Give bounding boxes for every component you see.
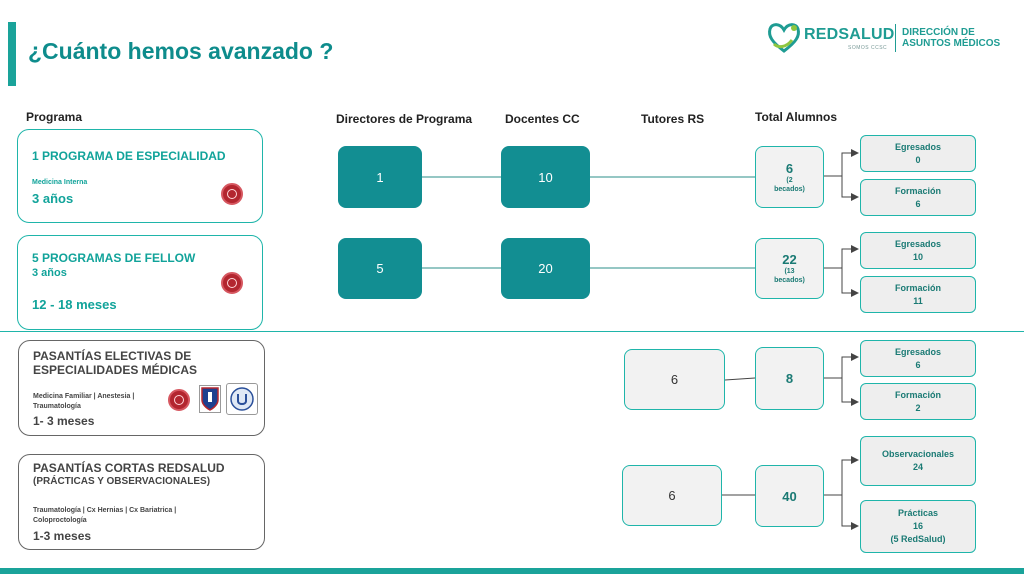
- col-header-tutores: Tutores RS: [641, 112, 705, 126]
- outcome-extra: (5 RedSalud): [890, 534, 946, 544]
- outcome-label: Formación: [894, 185, 941, 196]
- outcome-formacion: Formación 11: [860, 276, 976, 313]
- total-value: 8: [785, 371, 794, 386]
- program-duration: 1-3 meses: [33, 529, 92, 543]
- outcome-value: 0: [915, 154, 921, 165]
- outcome-value: 11: [913, 295, 923, 306]
- program-detail: Traumatología | Cx Hernias | Cx Bariatri…: [33, 506, 176, 526]
- tutores-box: 6: [622, 465, 722, 526]
- outcome-label: Formación: [894, 389, 941, 400]
- outcome-value: 24: [912, 462, 923, 472]
- heart-logo-icon: [768, 23, 800, 53]
- outcome-value: 6: [915, 359, 921, 370]
- outcome-observacionales: Observacionales 24: [860, 436, 976, 486]
- total-alumnos-box: 8: [755, 347, 824, 410]
- total-sub-1: (13: [784, 268, 795, 275]
- program-title-line2: ESPECIALIDADES MÉDICAS: [33, 363, 198, 377]
- program-card-fellow: 5 PROGRAMAS DE FELLOW 3 años 12 - 18 mes…: [17, 235, 263, 330]
- logo-brand-sub: SOMOS CCSC: [848, 45, 888, 51]
- total-alumnos-box: 22 (13 becados): [755, 238, 824, 299]
- program-card-pasantias-cortas: PASANTÍAS CORTAS REDSALUD (PRÁCTICAS Y O…: [18, 454, 265, 550]
- program-title: 1 PROGRAMA DE ESPECIALIDAD: [32, 149, 226, 163]
- program-detail: 3 años: [32, 267, 67, 279]
- program-duration: 3 años: [32, 191, 74, 206]
- outcome-value: 6: [915, 198, 921, 209]
- program-detail-line1: Traumatología | Cx Hernias | Cx Bariatri…: [33, 507, 177, 514]
- university-seal-icon: [221, 183, 243, 205]
- total-sub-2: becados): [774, 277, 805, 284]
- program-title: 5 PROGRAMAS DE FELLOW: [32, 251, 196, 265]
- university-crest-icon: [199, 385, 221, 413]
- program-duration: 1- 3 meses: [33, 414, 95, 428]
- university-logo-icon: [226, 383, 258, 415]
- page-title: ¿Cuánto hemos avanzado ?: [28, 38, 334, 64]
- logo-brand: REDSALUD: [804, 26, 895, 43]
- outcome-label: Egresados: [894, 346, 942, 357]
- directores-box: 5: [338, 238, 422, 299]
- docentes-box: 20: [501, 238, 590, 299]
- program-detail: Medicina Familiar | Anestesia | Traumato…: [33, 392, 134, 412]
- total-value: 6: [785, 160, 794, 176]
- total-sub-2: becados): [774, 185, 805, 193]
- logo-dept-line1: DIRECCIÓN DE: [902, 27, 975, 38]
- program-detail-line1: Medicina Familiar | Anestesia |: [33, 393, 135, 400]
- program-card-especialidad: 1 PROGRAMA DE ESPECIALIDAD Medicina Inte…: [17, 129, 263, 223]
- outcome-label: Prácticas: [897, 508, 939, 518]
- col-header-programa: Programa: [26, 110, 83, 124]
- total-sub-1: (2: [786, 176, 793, 184]
- outcome-label: Egresados: [894, 141, 942, 152]
- program-detail-line2: Coloproctología: [33, 517, 87, 524]
- col-header-docentes: Docentes CC: [505, 112, 580, 126]
- outcome-formacion: Formación 2: [860, 383, 976, 420]
- program-subtitle: (PRÁCTICAS Y OBSERVACIONALES): [33, 476, 211, 487]
- footer-bar: [0, 568, 1024, 574]
- directores-box: 1: [338, 146, 422, 208]
- outcome-egresados: Egresados 10: [860, 232, 976, 269]
- outcome-egresados: Egresados 6: [860, 340, 976, 377]
- program-title: PASANTÍAS ELECTIVAS DE ESPECIALIDADES MÉ…: [33, 349, 197, 377]
- section-divider: [0, 331, 1024, 332]
- outcome-egresados: Egresados 0: [860, 135, 976, 172]
- docentes-box: 10: [501, 146, 590, 208]
- outcome-label: Formación: [894, 282, 941, 293]
- outcome-value: 10: [912, 251, 923, 262]
- total-value: 22: [782, 252, 797, 267]
- total-alumnos-box: 6 (2 becados): [755, 146, 824, 208]
- total-value: 40: [782, 488, 797, 504]
- col-header-total: Total Alumnos: [755, 110, 837, 124]
- total-alumnos-box: 40: [755, 465, 824, 527]
- program-detail: Medicina Interna: [32, 179, 88, 186]
- outcome-value: 2: [915, 402, 921, 413]
- program-card-pasantias-electivas: PASANTÍAS ELECTIVAS DE ESPECIALIDADES MÉ…: [18, 340, 265, 436]
- outcome-label: Egresados: [894, 238, 942, 249]
- logo-separator: [895, 24, 896, 52]
- redsalud-logo: REDSALUD SOMOS CCSC DIRECCIÓN DE ASUNTOS…: [764, 18, 1019, 58]
- program-detail-line2: Traumatología: [33, 403, 81, 410]
- col-header-directores: Directores de Programa: [336, 112, 473, 126]
- outcome-practicas: Prácticas 16 (5 RedSalud): [860, 500, 976, 553]
- title-accent-bar: [8, 22, 16, 86]
- logo-department: DIRECCIÓN DE ASUNTOS MÉDICOS: [902, 27, 1000, 49]
- program-duration: 12 - 18 meses: [32, 297, 117, 312]
- university-seal-icon: [168, 389, 190, 411]
- tutores-box: 6: [624, 349, 725, 410]
- university-seal-icon: [221, 272, 243, 294]
- logo-dept-line2: ASUNTOS MÉDICOS: [902, 38, 1001, 49]
- outcome-label: Observacionales: [881, 449, 955, 459]
- program-title: PASANTÍAS CORTAS REDSALUD: [33, 461, 225, 475]
- outcome-formacion: Formación 6: [860, 179, 976, 216]
- program-title-line1: PASANTÍAS ELECTIVAS DE: [33, 349, 192, 363]
- outcome-value: 16: [912, 521, 923, 531]
